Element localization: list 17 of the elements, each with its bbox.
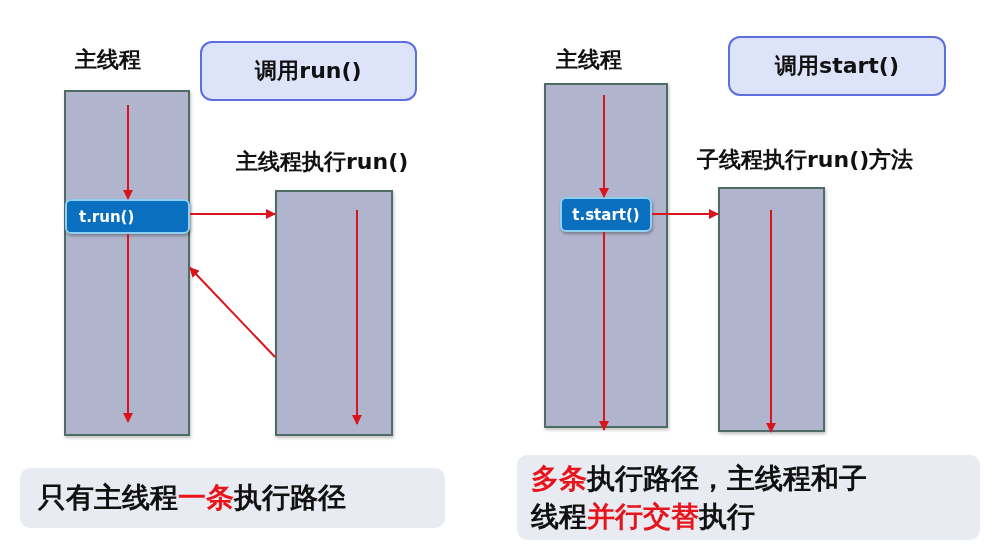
arrow [189,266,276,359]
thread-heading: 主线程 [556,46,622,74]
thread-heading: 主线程 [75,46,141,74]
summary-note: 只有主线程一条执行路径 [20,468,445,528]
arrow [123,104,133,200]
thread-heading: 主线程执行run() [236,148,409,176]
arrow [599,231,609,431]
thread-heading: 子线程执行run()方法 [697,146,914,174]
arrow [599,94,609,198]
arrow [651,209,719,219]
arrow [123,233,133,423]
arrow [189,209,276,219]
method-call-button: t.start() [560,197,652,232]
method-call-button: t.run() [65,199,190,234]
method-call-box: 调用start() [728,36,946,96]
method-call-box: 调用run() [200,41,417,101]
summary-note: 多条执行路径，主线程和子线程并行交替执行 [517,455,980,540]
